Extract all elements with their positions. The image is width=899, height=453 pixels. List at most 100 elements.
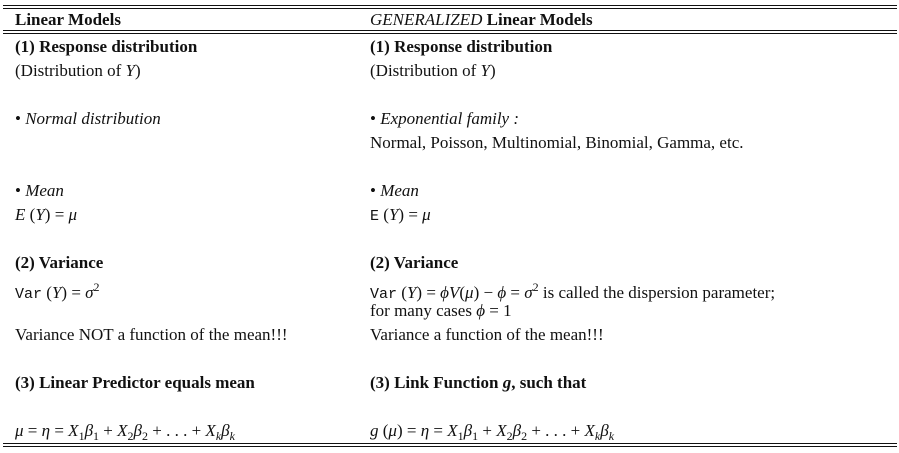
text-segment: g	[502, 373, 512, 392]
text-segment: ) =	[416, 283, 441, 302]
text-segment: X	[117, 421, 128, 440]
text-segment: (	[459, 283, 466, 302]
text-segment: +	[99, 421, 118, 440]
text-segment: Normal distribution	[25, 109, 161, 128]
text-segment: + . . . +	[527, 421, 585, 440]
table-line: Variance a function of the mean!!!	[370, 323, 775, 347]
text-segment: k	[215, 429, 222, 443]
header-linear-models: Linear Models	[15, 9, 121, 31]
table-line: Normal, Poisson, Multinomial, Binomial, …	[370, 131, 775, 155]
table-line	[15, 131, 288, 155]
text-segment: X	[68, 421, 79, 440]
text-segment: (	[378, 421, 389, 440]
text-segment: ) =	[398, 205, 423, 224]
text-segment: 2	[141, 429, 148, 443]
table-line: (3) Link Function g, such that	[370, 371, 775, 395]
text-segment: k	[608, 429, 615, 443]
text-segment: =	[50, 421, 69, 440]
text-segment: Y	[388, 205, 399, 224]
table-line: (Distribution of Y)	[15, 59, 288, 83]
text-segment: β	[221, 421, 230, 440]
text-segment: + . . . +	[147, 421, 206, 440]
table-line: Variance NOT a function of the mean!!!	[15, 323, 288, 347]
text-segment: X	[584, 421, 595, 440]
text-segment: for many cases	[370, 301, 477, 320]
text-segment: ϕ	[497, 283, 507, 302]
text-segment: β	[84, 421, 94, 440]
text-segment: 2	[532, 280, 539, 294]
table-line	[15, 299, 288, 323]
table-line	[15, 155, 288, 179]
text-segment: g	[370, 421, 379, 440]
text-segment: Linear Models	[15, 10, 121, 29]
bottom-rule	[3, 443, 897, 444]
text-segment: Y	[35, 205, 45, 224]
text-segment: Exponential family :	[380, 109, 520, 128]
table-line	[15, 83, 288, 107]
text-segment: β	[463, 421, 473, 440]
text-segment: X	[496, 421, 507, 440]
text-segment: η	[41, 421, 51, 440]
text-segment: GENERALIZED	[370, 10, 483, 29]
text-segment: σ	[524, 283, 533, 302]
top-rule-inner	[3, 8, 897, 9]
table-line: (2) Variance	[15, 251, 288, 275]
text-segment: is called the dispersion parameter;	[538, 283, 776, 302]
text-segment: ) =	[61, 283, 86, 302]
table-line: Var (Y) = ϕV(μ) − ϕ = σ2 is called the d…	[370, 275, 776, 303]
linear-models-column: (1) Response distribution(Distribution o…	[15, 35, 288, 443]
text-segment: E	[15, 205, 26, 224]
text-segment: β	[600, 421, 609, 440]
text-segment: (	[42, 283, 52, 302]
text-segment: (	[25, 205, 36, 224]
table-line: (2) Variance	[370, 251, 775, 275]
text-segment: Variance a function of the mean!!!	[370, 325, 604, 344]
text-segment: ϕV	[440, 283, 460, 302]
header-rule-inner	[3, 33, 897, 34]
text-segment: (	[397, 283, 407, 302]
text-segment: β	[512, 421, 522, 440]
text-segment: )	[489, 61, 496, 80]
table-line: μ = η = X1β1 + X2β2 + . . . + Xkβk	[15, 419, 288, 443]
text-segment: Y	[480, 61, 490, 80]
table-line: • Normal distribution	[15, 107, 288, 131]
text-segment: X	[205, 421, 216, 440]
text-segment: 2	[521, 429, 528, 443]
text-segment: •	[370, 109, 381, 128]
table-line: for many cases ϕ = 1	[370, 299, 775, 323]
table-line	[15, 227, 288, 251]
text-segment: =	[429, 421, 448, 440]
text-segment: (2) Variance	[370, 253, 459, 272]
text-segment: μ	[422, 205, 431, 224]
text-segment: )	[134, 61, 141, 80]
table-line	[370, 395, 775, 419]
text-segment: (3) Linear Predictor equals mean	[15, 373, 255, 392]
table-line: (3) Linear Predictor equals mean	[15, 371, 288, 395]
text-segment: , such that	[511, 373, 587, 392]
text-segment: μ	[15, 421, 24, 440]
text-segment: =	[506, 283, 525, 302]
text-segment: Mean	[25, 181, 64, 200]
text-segment: Var	[15, 286, 43, 303]
text-segment: =	[23, 421, 42, 440]
table-line: • Mean	[15, 179, 288, 203]
table-line	[370, 155, 775, 179]
table-line: (1) Response distribution	[15, 35, 288, 59]
text-segment: μ	[388, 421, 397, 440]
text-segment: (	[379, 205, 389, 224]
text-segment: •	[15, 181, 26, 200]
text-segment: Linear Models	[482, 10, 593, 29]
text-segment: (3) Link Function	[370, 373, 503, 392]
text-segment: +	[478, 421, 497, 440]
text-segment: ) =	[44, 205, 69, 224]
text-segment: 1	[93, 429, 100, 443]
text-segment: μ	[68, 205, 78, 224]
bottom-rule-inner	[3, 446, 897, 447]
text-segment: Y	[51, 283, 62, 302]
text-segment: ϕ	[476, 301, 486, 320]
text-segment: •	[15, 109, 26, 128]
text-segment: 1	[457, 429, 464, 443]
text-segment: β	[133, 421, 142, 440]
text-segment: Variance NOT a function of the mean!!!	[15, 325, 288, 344]
table-line	[370, 227, 775, 251]
